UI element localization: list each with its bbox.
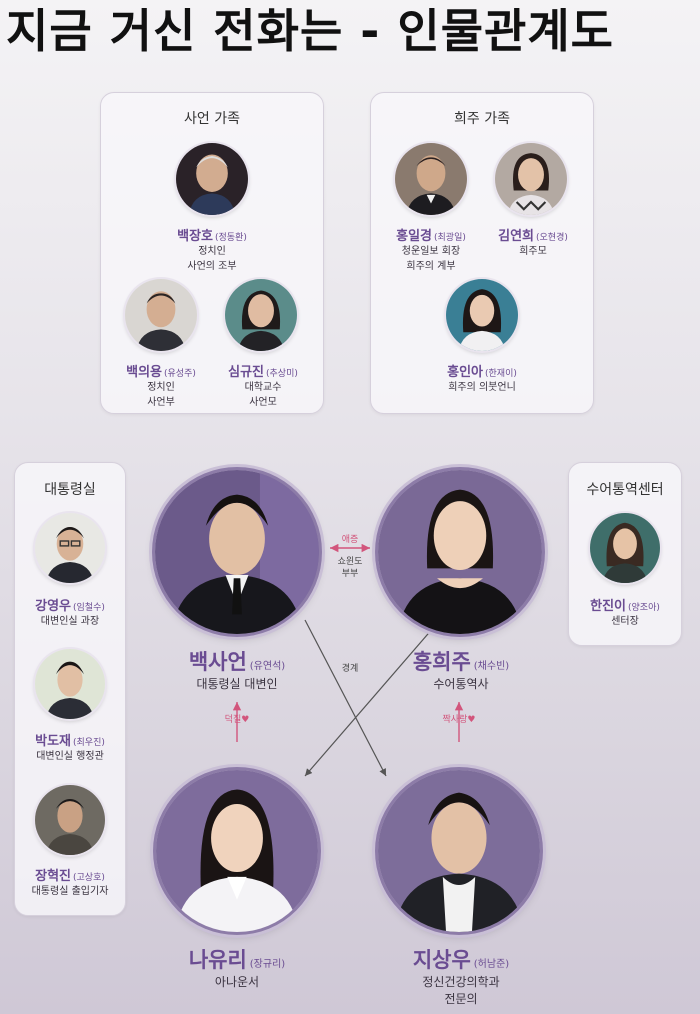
relation-sangwoo-to-heeju: 짝사랑♥ <box>442 715 476 725</box>
avatar-ji-sangwoo <box>378 770 540 932</box>
sign-center-panel: 수어통역센터 한진이(양조아) 센터장 <box>568 462 682 646</box>
avatar-han-jini <box>590 513 660 583</box>
name-kim-yeonhui: 김연희(오현경) <box>498 229 568 244</box>
role-hong-ina: 희주의 의붓언니 <box>448 382 516 393</box>
name-baek-uiyong: 백의용(유성주) <box>126 365 196 380</box>
relation-caution-label: 경계 <box>341 664 359 674</box>
avatar-na-yuri <box>156 770 318 932</box>
avatar-hong-ilgyeong <box>395 143 467 215</box>
avatar-jang-hyeokjin <box>35 785 105 855</box>
avatar-kim-yeonhui <box>495 143 567 215</box>
avatar-sim-gyujin <box>225 279 297 351</box>
name-ji-sangwoo: 지상우(허남준) <box>412 948 510 972</box>
name-hong-ilgyeong: 홍일경(최광일) <box>396 229 466 244</box>
name-han-jini: 한진이(양조아) <box>590 599 660 614</box>
avatar-park-dojae <box>35 649 105 719</box>
office-title: 대통령실 <box>44 482 96 498</box>
name-baek-saeon: 백사언(유연석) <box>188 650 286 674</box>
name-sim-gyujin: 심규진(추상미) <box>228 365 298 380</box>
relation-marriage-tag: 애증 <box>341 535 359 545</box>
role-hong-heeju: 수어통역사 <box>433 677 489 691</box>
name-jang-hyeokjin: 장혁진(고상호) <box>35 869 105 884</box>
role-kang-yeongwoo: 대변인실 과장 <box>40 616 100 627</box>
role-na-yuri: 아나운서 <box>214 975 260 989</box>
avatar-baek-saeon <box>155 470 319 634</box>
avatar-hong-ina <box>446 279 518 351</box>
heeju-to-yuri-arrow <box>304 619 441 777</box>
role-han-jini: 센터장 <box>611 616 639 627</box>
name-hong-heeju: 홍희주(채수빈) <box>412 650 510 674</box>
heeju-family-title: 희주 가족 <box>454 111 510 127</box>
name-na-yuri: 나유리(장규리) <box>188 948 286 972</box>
sign-center-title: 수어통역센터 <box>586 482 664 498</box>
avatar-baek-uiyong <box>125 279 197 351</box>
name-hong-ina: 홍인아(한재이) <box>447 365 517 380</box>
saeon-family-title: 사언 가족 <box>184 111 240 127</box>
office-panel: 대통령실 강영우(임철수) 대변인실 과장 박도재(최우진) 대변인실 행정관 … <box>14 462 126 916</box>
role-jang-hyeokjin: 대통령실 출입기자 <box>31 886 109 897</box>
role-kim-yeonhui: 희주모 <box>519 246 547 257</box>
role-baek-saeon: 대통령실 대변인 <box>196 677 278 691</box>
role-park-dojae: 대변인실 행정관 <box>36 751 104 762</box>
name-park-dojae: 박도재(최우진) <box>35 734 105 749</box>
relation-yuri-to-saeon: 덕질♥ <box>224 715 250 725</box>
avatar-baek-jangho <box>176 143 248 215</box>
avatar-hong-heeju <box>378 470 542 634</box>
name-baek-jangho: 백장호(정동환) <box>177 229 247 244</box>
page-title: 지금 거신 전화는 - 인물관계도 <box>6 4 614 58</box>
saeon-to-sangwoo-arrow <box>304 619 387 777</box>
name-kang-yeongwoo: 강영우(임철수) <box>35 599 105 614</box>
avatar-kang-yeongwoo <box>35 513 105 583</box>
